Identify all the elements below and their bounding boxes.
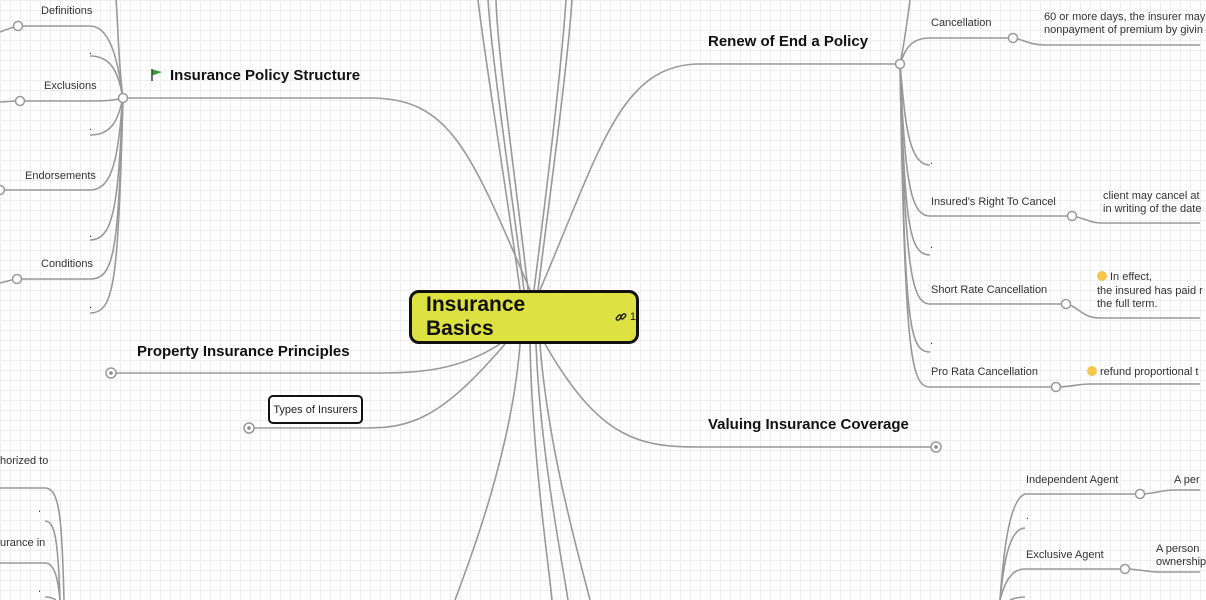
topic-placeholder[interactable]: . xyxy=(1026,510,1030,522)
topic-authorized-partial[interactable]: horized to xyxy=(0,455,49,467)
topic-insurance-in-partial[interactable]: urance in xyxy=(0,537,46,549)
note-independent-agent[interactable]: A per xyxy=(1174,474,1200,486)
note-cancellation[interactable]: 60 or more days, the insurer may nonpaym… xyxy=(1044,11,1206,36)
note-exclusive-agent[interactable]: A person ownership xyxy=(1156,543,1206,568)
branch-label: Insurance Policy Structure xyxy=(170,67,361,84)
topic-independent-agent[interactable]: Independent Agent xyxy=(1026,474,1119,486)
topic-placeholder[interactable]: . xyxy=(38,583,42,595)
topic-short-rate-cancellation[interactable]: Short Rate Cancellation xyxy=(931,284,1048,296)
topic-placeholder[interactable]: . xyxy=(89,45,93,57)
topic-placeholder[interactable]: . xyxy=(38,503,42,515)
topic-placeholder[interactable]: . xyxy=(89,121,93,133)
note-short-rate[interactable]: In effect, xyxy=(1097,271,1152,284)
note-short-rate-line1: In effect, xyxy=(1110,271,1152,283)
link-icon xyxy=(615,313,627,321)
green-flag-icon xyxy=(151,69,162,81)
note-pro-rata-text: refund proportional t xyxy=(1100,366,1199,378)
smiley-icon xyxy=(1097,271,1107,281)
topic-insured-right-to-cancel[interactable]: Insured's Right To Cancel xyxy=(931,196,1056,208)
smiley-icon xyxy=(1087,366,1097,376)
branch-valuing-insurance-coverage[interactable]: Valuing Insurance Coverage xyxy=(708,416,909,433)
topic-placeholder[interactable]: . xyxy=(930,239,934,251)
root-node[interactable]: Insurance Basics 1 xyxy=(409,290,639,344)
topic-definitions[interactable]: Definitions xyxy=(41,5,93,17)
note-insured-right[interactable]: client may cancel at in writing of the d… xyxy=(1103,190,1202,215)
note-short-rate-rest[interactable]: the insured has paid r the full term. xyxy=(1097,285,1203,310)
topic-cancellation[interactable]: Cancellation xyxy=(931,17,992,29)
link-count: 1 xyxy=(629,311,636,323)
branch-types-of-insurers[interactable]: Types of Insurers xyxy=(268,395,363,424)
branch-renew-end-policy[interactable]: Renew of End a Policy xyxy=(708,33,869,50)
topic-placeholder[interactable]: . xyxy=(89,299,93,311)
branch-label: Types of Insurers xyxy=(273,403,358,416)
topic-conditions[interactable]: Conditions xyxy=(41,258,93,270)
topic-placeholder[interactable]: . xyxy=(89,228,93,240)
branch-insurance-policy-structure[interactable]: Insurance Policy Structure xyxy=(150,67,360,84)
topic-exclusive-agent[interactable]: Exclusive Agent xyxy=(1026,549,1104,561)
note-pro-rata[interactable]: refund proportional t xyxy=(1087,366,1198,379)
topic-placeholder[interactable]: . xyxy=(930,335,934,347)
root-link-badge[interactable]: 1 xyxy=(615,311,636,323)
topic-pro-rata-cancellation[interactable]: Pro Rata Cancellation xyxy=(931,366,1039,378)
root-title: Insurance Basics xyxy=(426,293,526,340)
topic-exclusions[interactable]: Exclusions xyxy=(44,80,97,92)
topic-endorsements[interactable]: Endorsements xyxy=(25,170,96,182)
topic-placeholder[interactable]: . xyxy=(930,155,934,167)
branch-property-insurance-principles[interactable]: Property Insurance Principles xyxy=(137,343,350,360)
